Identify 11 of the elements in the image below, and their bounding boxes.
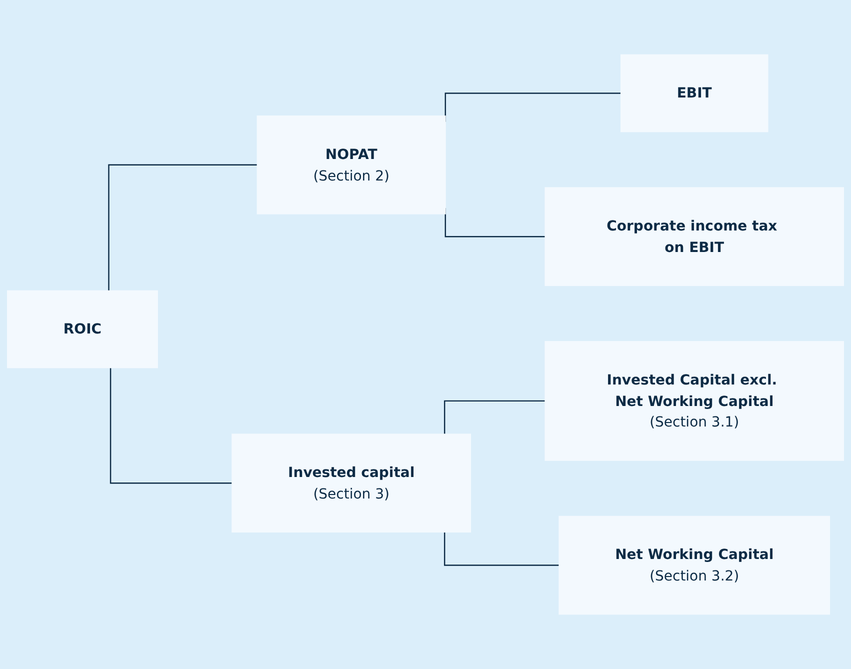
node-box: EBIT: [620, 54, 768, 132]
node-box: Net Working Capital (Section 3.2): [558, 516, 830, 615]
node-box: ROIC: [7, 290, 158, 368]
connector: [444, 532, 560, 566]
node-box: NOPAT (Section 2): [256, 116, 446, 214]
connector: [110, 368, 232, 484]
connector: [444, 400, 546, 434]
node-box: Corporate income tax on EBIT: [544, 187, 844, 286]
node-box: Invested capital (Section 3): [232, 434, 472, 533]
connector: [108, 164, 258, 291]
node-box: Invested Capital excl. Net Working Capital (Section 3.1): [544, 341, 844, 461]
